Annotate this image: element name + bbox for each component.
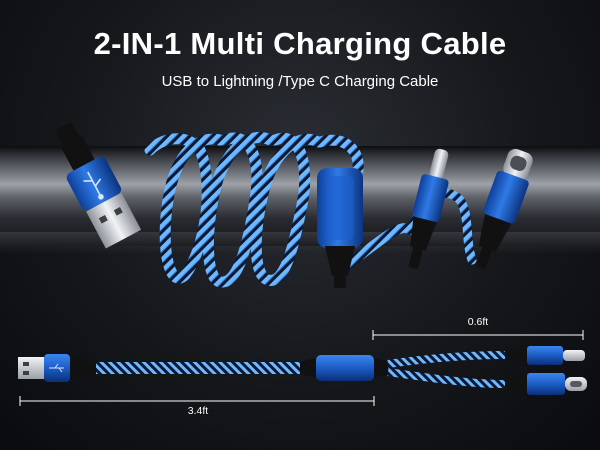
lightning-connector-top [408, 148, 449, 270]
usb-a-connector-top [56, 122, 142, 249]
usb-a-connector-bottom [18, 354, 96, 382]
dimension-line-main [19, 396, 375, 406]
splitter-housing-top [317, 168, 363, 288]
type-c-connector-bottom [505, 373, 587, 395]
page-title: 2-IN-1 Multi Charging Cable [93, 26, 507, 61]
page-subtitle: USB to Lightning /Type C Charging Cable [161, 73, 439, 90]
lightning-connector-bottom [505, 346, 585, 365]
splitter-housing-bottom [300, 355, 388, 381]
branch-length-label: 0.6ft [467, 316, 489, 328]
dimension-line-branch [372, 330, 584, 340]
main-length-label: 3.4ft [187, 405, 209, 417]
type-c-connector-top [475, 148, 533, 270]
straight-cable [18, 346, 587, 395]
usb-trident-icon [49, 363, 64, 373]
rod-reflection [0, 232, 600, 254]
usb-trident-icon [83, 171, 104, 200]
